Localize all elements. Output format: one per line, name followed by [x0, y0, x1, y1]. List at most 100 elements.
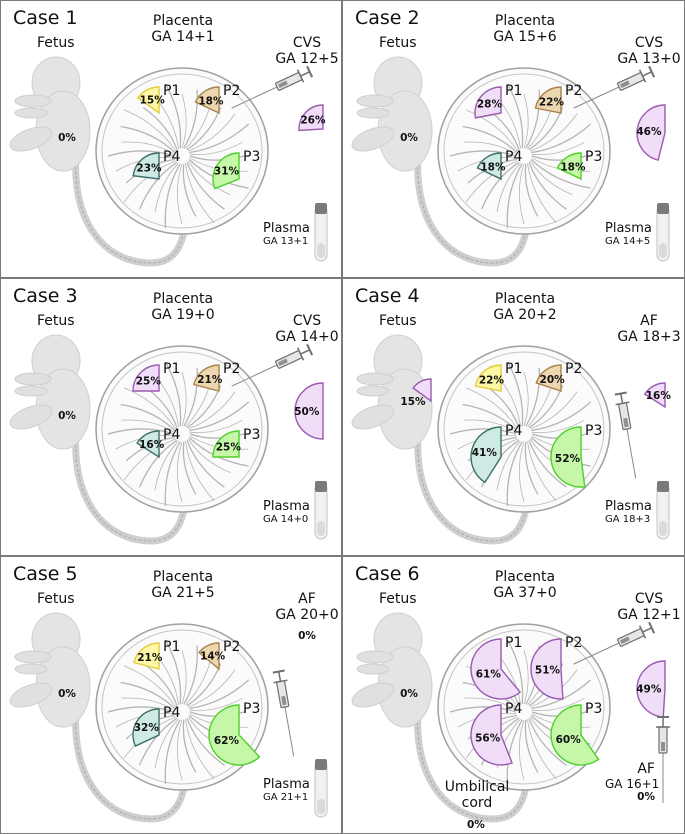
- sample-type: AF: [298, 591, 316, 607]
- panel-artwork: 15%22%20%52%41%16%: [351, 334, 672, 545]
- wedge-p4-sector: [136, 430, 160, 459]
- wedge-p4: 32%: [132, 708, 160, 748]
- wedge-p2-sector: [192, 364, 220, 392]
- wedge-p3: 31%: [212, 152, 240, 190]
- plasma-title: Plasma: [605, 221, 652, 236]
- wedge-p1-sector: [474, 364, 502, 392]
- sample-wedge-sector: [298, 104, 324, 132]
- wedge-p3-sector: [550, 426, 586, 488]
- plasma-ga: GA 21+1: [263, 792, 309, 803]
- wedge-p4-sector: [476, 152, 502, 181]
- wedge-p4-value: 32%: [134, 722, 160, 734]
- wedge-p1: 25%: [132, 364, 162, 392]
- label-p1: P1: [505, 361, 523, 377]
- wedge-p4: 56%: [470, 704, 513, 766]
- wedge-p1: 22%: [474, 364, 504, 392]
- wedge-p2: 22%: [534, 86, 565, 114]
- sample-wedge-value: 49%: [636, 684, 662, 696]
- plasma-title: Plasma: [263, 777, 310, 792]
- wedge-p2: 18%: [194, 86, 224, 115]
- wedge-p3-sector: [208, 704, 261, 766]
- plasma-tube-icon: [656, 203, 670, 262]
- placenta-title: Placenta: [152, 13, 214, 29]
- wedge-p4-value: 56%: [475, 733, 501, 745]
- wedge-p4: 23%: [132, 152, 162, 180]
- plasma-title: Plasma: [263, 221, 310, 236]
- placenta-rim: [101, 629, 263, 785]
- wedge-p4-value: 16%: [139, 439, 165, 451]
- label-p1: P1: [163, 639, 181, 655]
- panel-artwork: 0%25%21%25%16%50%: [9, 334, 328, 545]
- fetus-value: 0%: [58, 132, 76, 144]
- sample-wedge-sector: [643, 382, 666, 409]
- wedge-p2-sector: [530, 638, 564, 700]
- label-p4: P4: [163, 705, 181, 721]
- sample-wedge: 16%: [643, 382, 672, 409]
- wedge-p1-value: 15%: [140, 95, 166, 107]
- plasma-ga: GA 14+0: [263, 514, 309, 525]
- fetus-label: Fetus: [37, 591, 75, 607]
- case-title: Case 6: [355, 563, 420, 585]
- wedge-p4-sector: [132, 708, 160, 748]
- wedge-p2-value: 21%: [197, 374, 223, 386]
- label-p4: P4: [163, 427, 181, 443]
- af-syringe-icon: [272, 669, 295, 757]
- sample-wedge: 26%: [298, 104, 326, 132]
- fetus-illustration: [9, 56, 91, 172]
- fetus-wedge-sector: [412, 378, 432, 403]
- cvs-syringe-icon: [573, 621, 656, 665]
- wedge-p3-value: 52%: [555, 453, 581, 465]
- wedge-p3: 25%: [212, 430, 241, 458]
- sample-value: 0%: [298, 630, 316, 642]
- wedge-p2-sector: [197, 642, 220, 671]
- wedge-p1-sector: [470, 638, 522, 700]
- fetus-wedge-value: 15%: [400, 396, 426, 408]
- fetus-label: Fetus: [379, 313, 417, 329]
- sample-wedge-value: 16%: [646, 390, 672, 402]
- wedge-p4-sector: [470, 426, 502, 484]
- wedge-layer: 0%25%21%25%16%50%: [58, 364, 324, 459]
- wedge-p1-sector: [132, 642, 160, 670]
- sample-type: CVS: [634, 35, 664, 51]
- wedge-p4-sector: [132, 152, 160, 180]
- fetus-value: 0%: [400, 688, 418, 700]
- wedge-p1-sector: [132, 364, 160, 392]
- wedge-p3-value: 31%: [214, 166, 240, 178]
- sample-wedge-value: 46%: [636, 126, 662, 138]
- label-p4: P4: [505, 423, 523, 439]
- placenta-title: Placenta: [494, 569, 556, 585]
- cord-line-2: cord: [461, 795, 493, 811]
- plasma-ga: GA 18+3: [605, 514, 651, 525]
- wedge-layer: 0%61%51%60%56%49%: [400, 638, 666, 766]
- placenta-ga: GA 14+1: [151, 29, 215, 45]
- label-p2: P2: [565, 83, 583, 99]
- label-p3: P3: [585, 149, 603, 165]
- wedge-p1-value: 28%: [477, 98, 503, 110]
- wedge-p1-value: 25%: [136, 375, 162, 387]
- panel-artwork: 0%61%51%60%56%49%: [351, 612, 670, 823]
- sample-ga: GA 12+1: [617, 607, 681, 623]
- placenta-rim: [101, 73, 263, 229]
- plasma-title: Plasma: [263, 499, 310, 514]
- placenta-vessels: [107, 361, 250, 507]
- umbilical-cord-texture: [417, 150, 529, 264]
- case-title: Case 5: [13, 563, 78, 585]
- plasma-ga: GA 14+5: [605, 236, 651, 247]
- fetus-value: 0%: [58, 688, 76, 700]
- label-p2: P2: [565, 635, 583, 651]
- sample-ga: GA 20+0: [275, 607, 339, 623]
- wedge-p2-value: 18%: [198, 95, 224, 107]
- wedge-p2-value: 22%: [539, 96, 565, 108]
- wedge-p3: 52%: [550, 426, 586, 488]
- case-title: Case 2: [355, 7, 420, 29]
- wedge-p1: 61%: [470, 638, 522, 700]
- fetus-value: 0%: [400, 132, 418, 144]
